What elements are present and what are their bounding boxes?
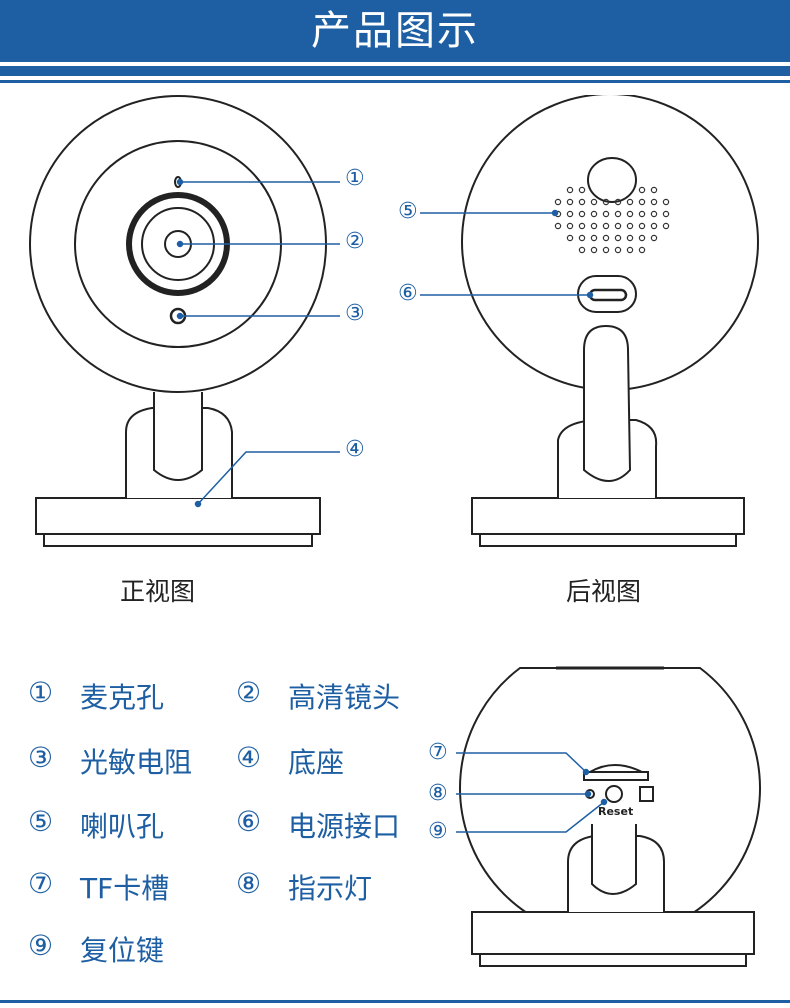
legend-num-2: ② <box>236 676 262 709</box>
speaker-hole <box>650 186 658 194</box>
speaker-hole <box>566 222 574 230</box>
speaker-hole <box>602 246 610 254</box>
page-title: 产品图示 <box>0 0 790 62</box>
speaker-hole <box>662 222 670 230</box>
speaker-hole <box>650 198 658 206</box>
speaker-hole <box>662 198 670 206</box>
speaker-hole <box>638 222 646 230</box>
speaker-hole <box>566 186 574 194</box>
legend-label-3: 光敏电阻 <box>80 746 193 779</box>
speaker-hole <box>566 198 574 206</box>
legend-num-6: ⑥ <box>236 805 262 838</box>
speaker-hole <box>650 222 658 230</box>
speaker-hole <box>614 246 622 254</box>
speaker-hole <box>602 198 610 206</box>
speaker-hole <box>602 234 610 242</box>
legend-num-5: ⑤ <box>28 805 54 838</box>
legend-label-2: 高清镜头 <box>288 681 401 714</box>
speaker-hole <box>578 246 586 254</box>
speaker-hole <box>650 234 658 242</box>
speaker-hole <box>590 246 598 254</box>
back-stand-arm <box>583 324 632 482</box>
sd-card-icon <box>639 786 654 802</box>
front-view-diagram <box>29 95 340 547</box>
tf-slot <box>583 771 649 781</box>
back-base <box>471 497 745 535</box>
speaker-hole <box>566 234 574 242</box>
speaker-hole <box>578 210 586 218</box>
legend-label-6: 电源接口 <box>288 810 401 843</box>
legend-num-9: ⑨ <box>28 929 54 962</box>
speaker-hole <box>566 210 574 218</box>
front-view-label: 正视图 <box>120 577 196 606</box>
speaker-hole <box>578 234 586 242</box>
reset-button <box>605 785 623 803</box>
speaker-hole <box>554 222 562 230</box>
callout-9: ⑨ <box>428 819 448 844</box>
back-view-diagram <box>420 95 759 547</box>
speaker-hole <box>626 234 634 242</box>
footer-divider <box>0 1000 790 1003</box>
callout-3: ③ <box>345 301 365 326</box>
callout-4: ④ <box>345 437 365 462</box>
speaker-hole <box>554 198 562 206</box>
legend-num-3: ③ <box>28 741 54 774</box>
speaker-hole <box>638 234 646 242</box>
callout-2: ② <box>345 229 365 254</box>
speaker-hole <box>626 246 634 254</box>
speaker-hole <box>578 198 586 206</box>
legend-num-4: ④ <box>236 741 262 774</box>
speaker-grill <box>554 186 670 254</box>
header-divider-thin <box>0 80 790 83</box>
callout-7: ⑦ <box>428 740 448 765</box>
speaker-hole <box>662 210 670 218</box>
callout-5: ⑤ <box>398 199 418 224</box>
legend-num-8: ⑧ <box>236 867 262 900</box>
reset-label: Reset <box>598 805 633 818</box>
back-view-label: 后视图 <box>566 577 642 606</box>
speaker-hole <box>590 210 598 218</box>
legend-label-5: 喇叭孔 <box>80 810 165 843</box>
speaker-hole <box>650 210 658 218</box>
speaker-hole <box>626 198 634 206</box>
speaker-hole <box>590 198 598 206</box>
speaker-hole <box>626 222 634 230</box>
speaker-hole <box>590 222 598 230</box>
legend-label-9: 复位键 <box>80 934 165 967</box>
speaker-hole <box>614 198 622 206</box>
legend-num-1: ① <box>28 676 54 709</box>
callout-1: ① <box>345 166 365 191</box>
speaker-hole <box>614 222 622 230</box>
legend-label-7: TF卡槽 <box>80 872 170 905</box>
legend-label-4: 底座 <box>288 746 345 779</box>
speaker-hole <box>602 222 610 230</box>
power-port <box>577 275 637 313</box>
legend-label-1: 麦克孔 <box>80 681 165 714</box>
speaker-hole <box>602 210 610 218</box>
legend-label-8: 指示灯 <box>288 872 373 905</box>
speaker-hole <box>578 222 586 230</box>
callout-6: ⑥ <box>398 281 418 306</box>
speaker-hole <box>626 210 634 218</box>
speaker-hole <box>614 234 622 242</box>
speaker-hole <box>638 186 646 194</box>
speaker-hole <box>638 210 646 218</box>
legend-num-7: ⑦ <box>28 867 54 900</box>
speaker-hole <box>638 198 646 206</box>
header-divider-thick <box>0 66 790 76</box>
side-view-diagram: Reset <box>456 666 761 967</box>
front-base <box>35 497 321 535</box>
speaker-hole <box>590 234 598 242</box>
speaker-top <box>587 157 637 203</box>
callout-8: ⑧ <box>428 781 448 806</box>
speaker-hole <box>614 210 622 218</box>
speaker-hole <box>578 186 586 194</box>
speaker-hole <box>638 246 646 254</box>
